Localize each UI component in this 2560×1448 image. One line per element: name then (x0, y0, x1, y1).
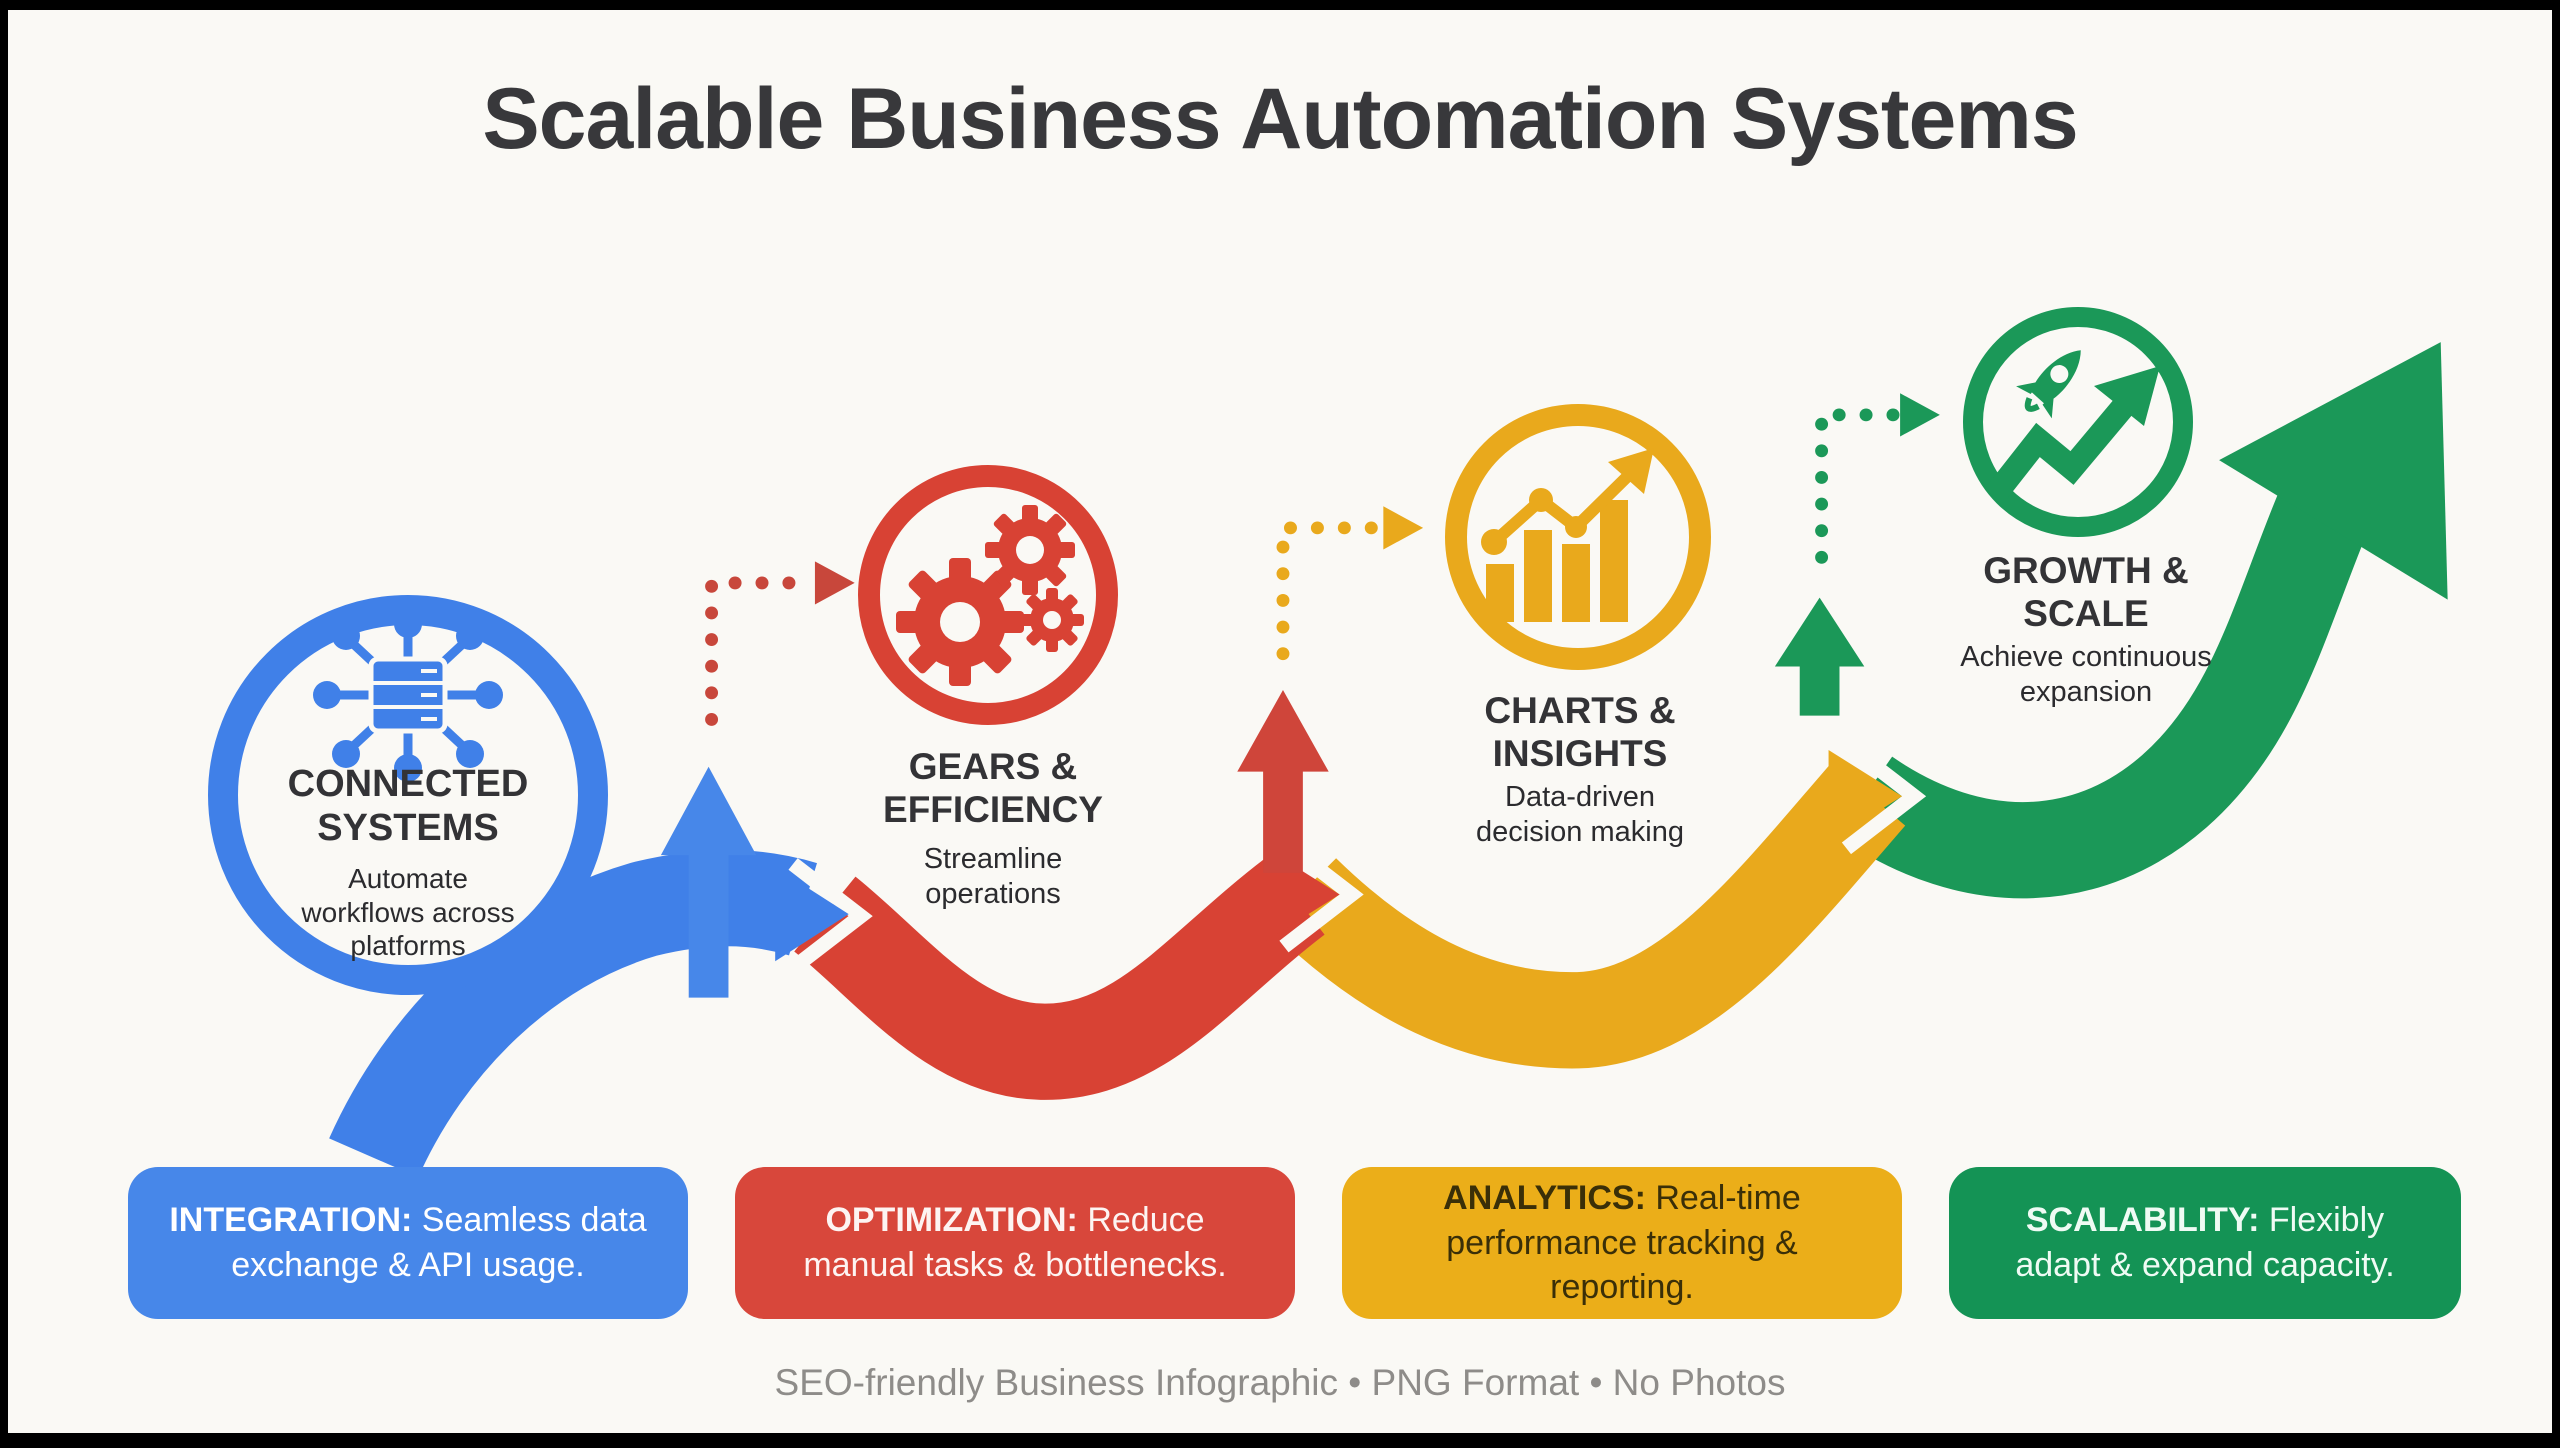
ribbon-yellow-segment (1267, 762, 1906, 1069)
pill-optimization: OPTIMIZATION: Reduce manual tasks & bott… (735, 1167, 1295, 1319)
stage-desc-growth-scale: Achieve continuous expansion (1960, 641, 2212, 708)
pill-integration-label: INTEGRATION: (169, 1201, 413, 1240)
ribbon-yellow-tip (1828, 749, 1903, 843)
ribbon-gap-1 (788, 858, 873, 974)
stage-desc-charts-insights: Data-driven decision making (1476, 781, 1684, 848)
ribbon-blue-segment (329, 850, 817, 1178)
pill-optimization-label: OPTIMIZATION: (825, 1201, 1078, 1240)
bar-chart-icon (1481, 448, 1654, 622)
flow-ribbon-graphic (329, 342, 2448, 1178)
stage-heading-gears-efficiency: GEARS & EFFICIENCY (883, 746, 1103, 830)
ribbon-gap-2 (1279, 836, 1364, 953)
ribbon-green-segment (1836, 492, 2369, 899)
dotted-arrow-3-head-icon (1900, 393, 1940, 437)
up-arrow-red-icon (1237, 690, 1329, 873)
pill-scalability-label: SCALABILITY: (2025, 1201, 2260, 1240)
pill-scalability-text: Flexibly adapt & expand capacity. (2015, 1201, 2395, 1284)
dotted-arrow-1-icon (705, 576, 820, 726)
dotted-arrow-3-icon (1815, 408, 1905, 564)
pill-scalability: SCALABILITY: Flexibly adapt & expand cap… (1949, 1167, 2461, 1319)
pill-optimization-text: Reduce manual tasks & bottlenecks. (803, 1201, 1227, 1284)
page-title: Scalable Business Automation Systems (482, 71, 2078, 167)
rocket-icon (1984, 350, 2160, 504)
pill-analytics-label: ANALYTICS: (1443, 1178, 1646, 1217)
ribbon-red-segment (793, 858, 1325, 1100)
pill-analytics-text: Real-time performance tracking & reporti… (1446, 1178, 1801, 1307)
stage-desc-connected-systems: Automate workflows across platforms (301, 863, 515, 962)
stage-desc-gears-efficiency: Streamline operations (923, 843, 1063, 910)
pill-integration: INTEGRATION: Seamless data exchange & AP… (128, 1167, 688, 1319)
ribbon-blue-tip (775, 866, 849, 962)
stage-heading-growth-scale: GROWTH & SCALE (1983, 550, 2189, 634)
up-arrow-blue-icon (660, 766, 757, 998)
pill-analytics: ANALYTICS: Real-time performance trackin… (1342, 1167, 1902, 1319)
dotted-arrow-2-head-icon (1383, 506, 1424, 550)
dotted-arrow-1-head-icon (814, 561, 855, 605)
stage-heading-charts-insights: CHARTS & INSIGHTS (1484, 690, 1676, 774)
gears-icon (896, 505, 1084, 686)
footer-caption: SEO-friendly Business Infographic • PNG … (774, 1362, 1786, 1403)
dotted-arrow-2-icon (1276, 521, 1388, 661)
stage-heading-connected-systems: CONNECTED SYSTEMS (287, 763, 529, 850)
network-hub-icon (313, 610, 503, 782)
up-arrow-green-icon (1774, 597, 1865, 716)
ribbon-gap-3 (1841, 738, 1927, 855)
infographic-canvas: Scalable Business Automation Systems (8, 10, 2552, 1433)
pill-integration-text: Seamless data exchange & API usage. (231, 1201, 647, 1284)
growth-arrowhead (2219, 342, 2448, 600)
